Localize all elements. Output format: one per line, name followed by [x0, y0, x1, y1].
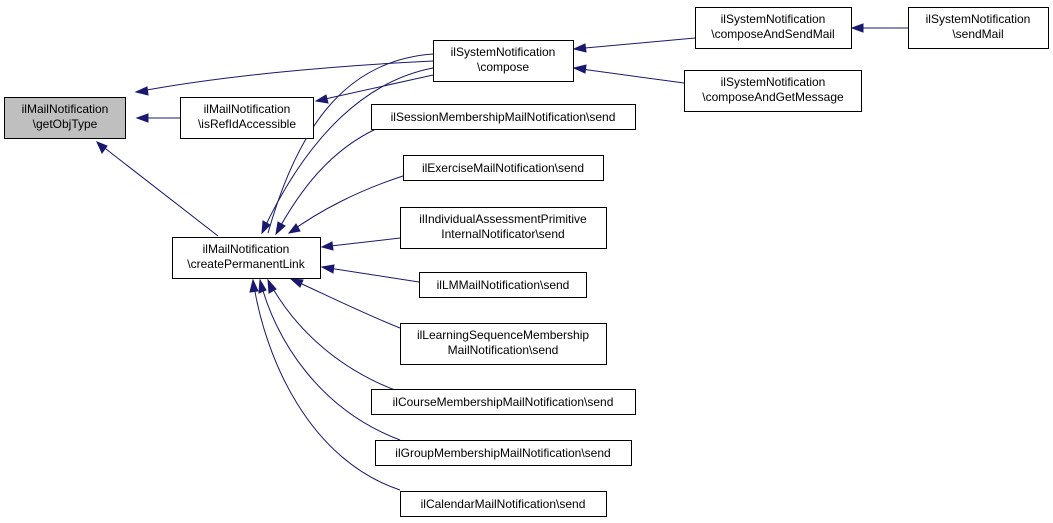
- edge-group-to-createlink: [259, 279, 401, 441]
- node-session-send[interactable]: ilSessionMembershipMailNotification\send: [371, 104, 636, 130]
- node-label: ilSystemNotification: [721, 12, 826, 26]
- edge-exercise-to-createlink: [288, 175, 404, 234]
- arrowhead-icon: [289, 278, 304, 288]
- arrowhead-icon: [320, 241, 334, 251]
- node-isrefidaccessible[interactable]: ilMailNotification \isRefIdAccessible: [180, 97, 314, 139]
- node-group-send[interactable]: ilGroupMembershipMailNotification\send: [375, 440, 632, 466]
- edge-compose-to-getobjtype: [135, 60, 434, 93]
- node-label: ilSystemNotification: [721, 75, 826, 89]
- arrowhead-icon: [267, 278, 277, 294]
- edge-createlink-to-getobjtype: [96, 141, 219, 237]
- arrowhead-icon: [135, 113, 149, 123]
- edge-calendar-to-createlink: [252, 279, 401, 491]
- node-sendmail[interactable]: ilSystemNotification \sendMail: [908, 7, 1049, 49]
- node-label: \getObjType: [33, 117, 98, 131]
- arrowhead-icon: [258, 278, 267, 294]
- node-exercise-send[interactable]: ilExerciseMailNotification\send: [403, 155, 604, 181]
- node-compose[interactable]: ilSystemNotification \compose: [433, 40, 574, 82]
- node-learningsequence-send[interactable]: ilLearningSequenceMembership MailNotific…: [400, 323, 607, 365]
- arrowhead-icon: [287, 223, 301, 234]
- arrowhead-icon: [249, 278, 259, 293]
- arrowhead-icon: [261, 220, 271, 235]
- node-lm-send[interactable]: ilLMMailNotification\send: [419, 272, 587, 298]
- node-label: ilLearningSequenceMembership: [417, 328, 589, 342]
- node-label: ilMailNotification: [204, 102, 291, 116]
- nodes: ilMailNotification \getObjType ilMailNot…: [4, 7, 1049, 517]
- edge-composeandgetmessage-to-compose: [573, 67, 685, 84]
- node-composeandsendmail[interactable]: ilSystemNotification \composeAndSendMail: [695, 7, 852, 49]
- node-composeandgetmessage[interactable]: ilSystemNotification \composeAndGetMessa…: [684, 70, 862, 112]
- node-individual-send[interactable]: ilIndividualAssessmentPrimitive Internal…: [400, 207, 607, 249]
- node-getobjtype[interactable]: ilMailNotification \getObjType: [4, 97, 126, 139]
- arrowhead-icon: [572, 43, 587, 53]
- edge-createlink-to-compose-b: [267, 53, 434, 234]
- node-label: ilSystemNotification: [926, 12, 1031, 26]
- node-label: MailNotification\send: [448, 343, 559, 357]
- edge-createlink-to-compose-a: [261, 67, 434, 234]
- edge-learningseq-to-createlink: [290, 278, 401, 329]
- edge-course-to-createlink: [267, 279, 401, 393]
- node-label: ilSessionMembershipMailNotification\send: [391, 110, 616, 124]
- node-label: \composeAndGetMessage: [702, 90, 844, 104]
- node-label: ilCourseMembershipMailNotification\send: [393, 395, 614, 409]
- arrowhead-icon: [314, 94, 329, 104]
- edge-session-to-createlink: [275, 127, 379, 235]
- node-label: ilExerciseMailNotification\send: [422, 161, 584, 175]
- node-label: ilCalendarMailNotification\send: [421, 497, 586, 511]
- arrowhead-icon: [96, 141, 108, 154]
- node-course-send[interactable]: ilCourseMembershipMailNotification\send: [371, 389, 636, 415]
- node-label: \isRefIdAccessible: [198, 117, 296, 131]
- arrowhead-icon: [275, 221, 286, 236]
- arrowhead-icon: [134, 86, 149, 96]
- edges: [96, 23, 908, 491]
- node-createpermanentlink[interactable]: ilMailNotification \createPermanentLink: [172, 237, 321, 279]
- node-label: \composeAndSendMail: [711, 27, 834, 41]
- node-label: \compose: [477, 60, 529, 74]
- arrowhead-icon: [572, 64, 587, 74]
- node-label: ilMailNotification: [203, 242, 290, 256]
- node-label: \createPermanentLink: [187, 257, 305, 271]
- node-label: ilSystemNotification: [451, 45, 556, 59]
- node-label: ilIndividualAssessmentPrimitive: [419, 212, 587, 226]
- node-calendar-send[interactable]: ilCalendarMailNotification\send: [400, 491, 607, 517]
- edge-lm-to-createlink: [321, 266, 420, 283]
- edge-compose-to-isrefid: [315, 74, 434, 102]
- node-label: ilMailNotification: [22, 102, 109, 116]
- node-label: ilLMMailNotification\send: [437, 278, 570, 292]
- node-label: \sendMail: [952, 27, 1003, 41]
- edge-individual-to-createlink: [321, 237, 401, 248]
- node-label: InternalNotificator\send: [441, 227, 564, 241]
- arrowhead-icon: [320, 264, 335, 274]
- node-label: ilGroupMembershipMailNotification\send: [395, 446, 610, 460]
- arrowhead-icon: [850, 23, 864, 33]
- edge-composeandsendmail-to-compose: [573, 37, 696, 50]
